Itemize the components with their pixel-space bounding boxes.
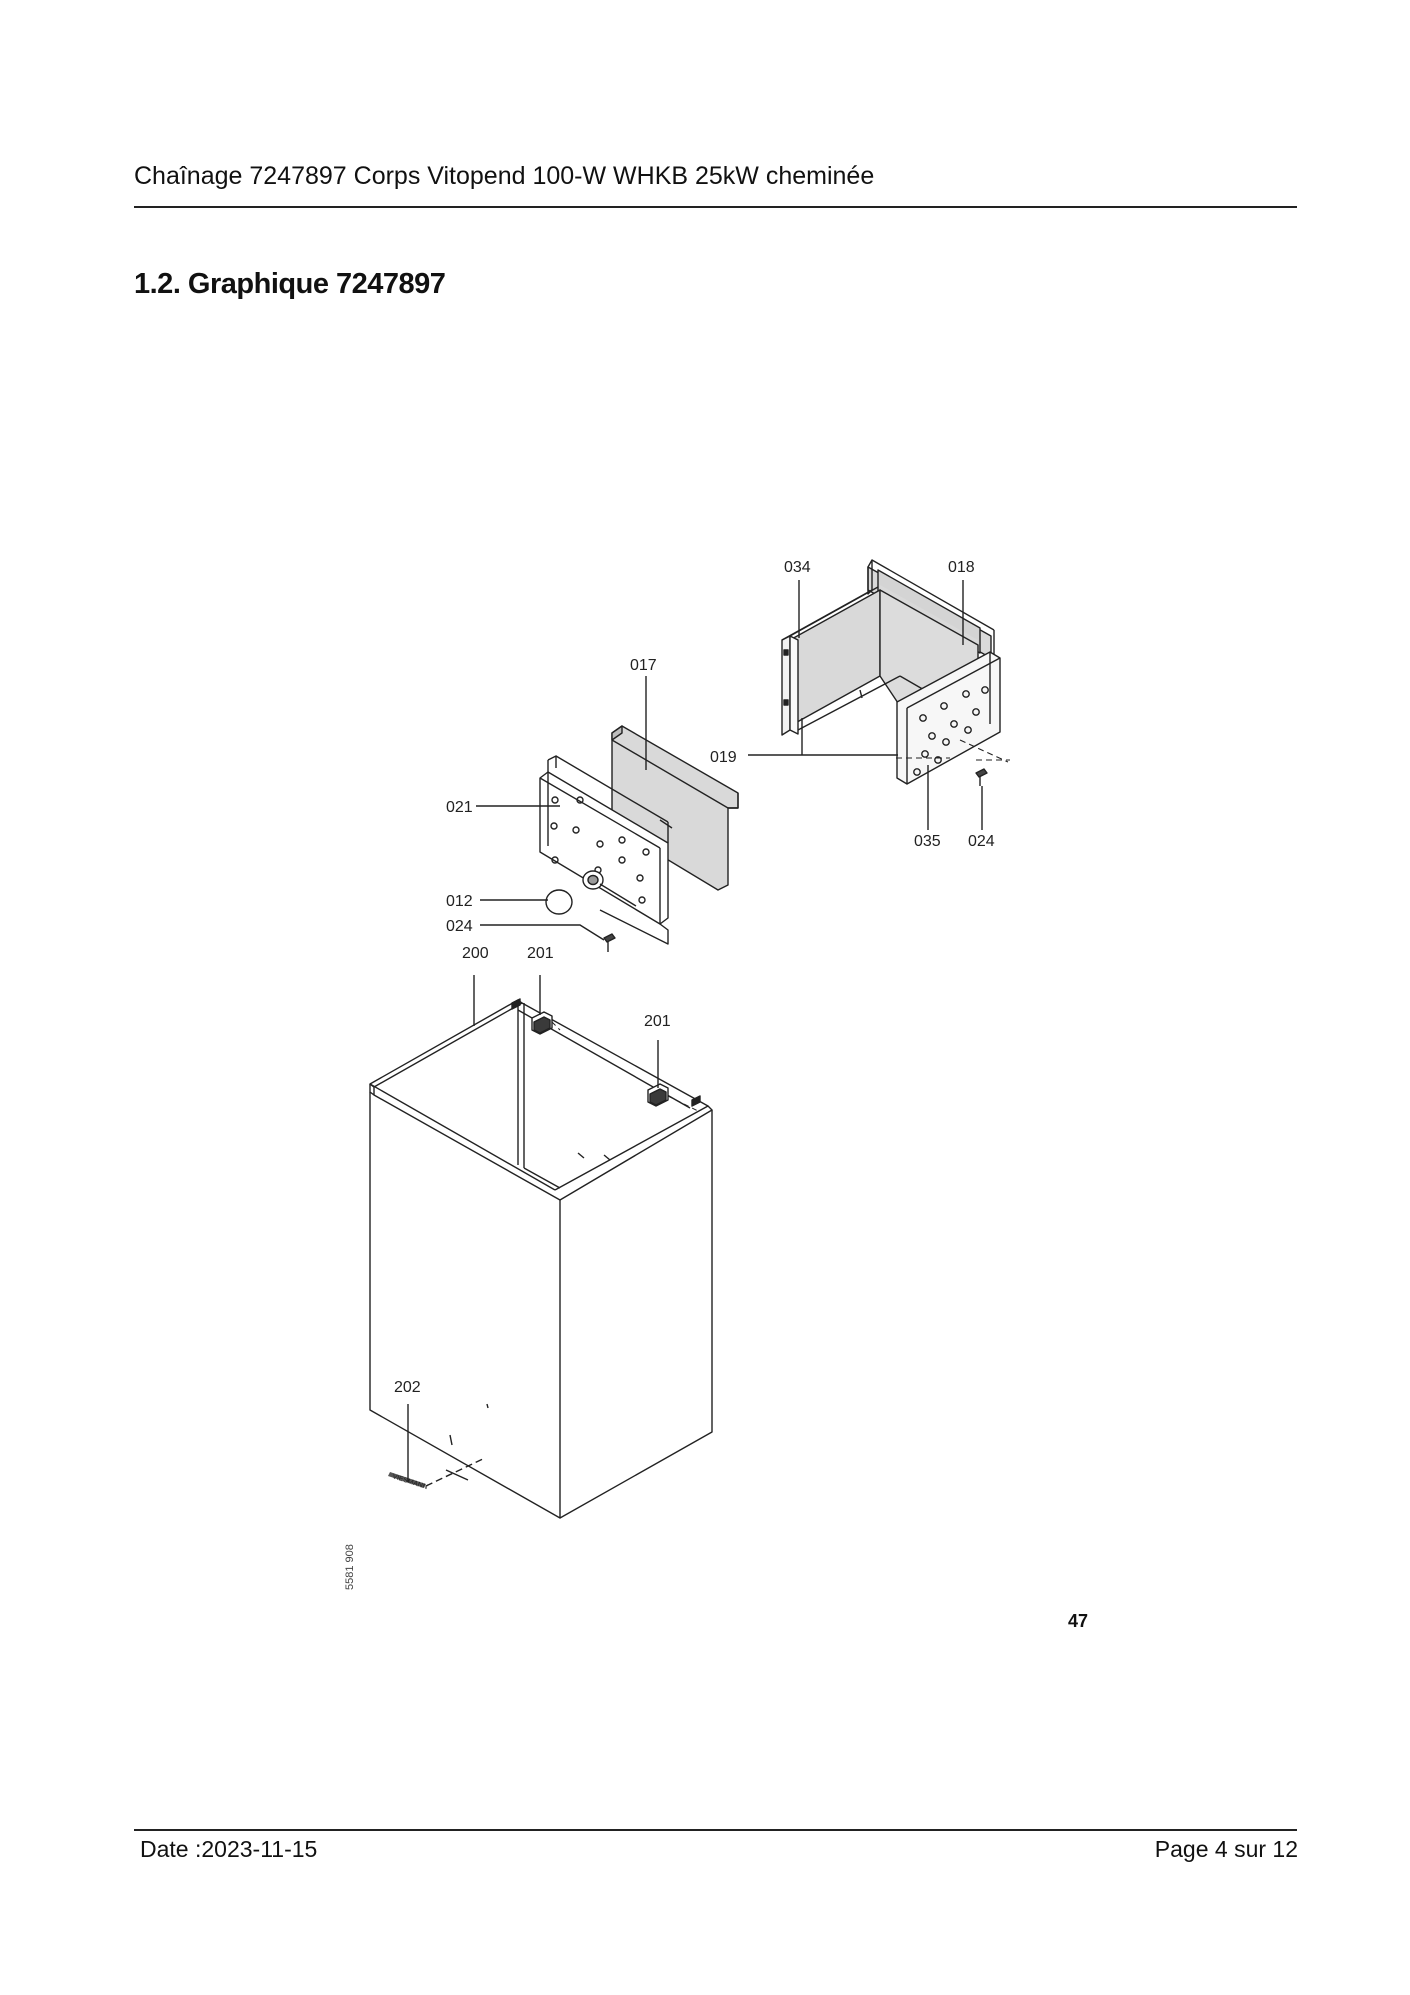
casing-200: [369, 998, 713, 1519]
label-part-018: 018: [948, 559, 975, 576]
clip-201a: [531, 1011, 553, 1035]
svg-text:VIESMANN: VIESMANN: [391, 1473, 428, 1491]
label-part-035: 035: [914, 833, 941, 850]
section-title: 1.2. Graphique 7247897: [134, 268, 446, 300]
front-plate-021: [539, 755, 669, 945]
document-header-title: Chaînage 7247897 Corps Vitopend 100-W WH…: [134, 162, 875, 190]
drawing-reference-number: 5581 908: [344, 1544, 356, 1590]
footer-page-indicator: Page 4 sur 12: [1154, 1836, 1298, 1862]
label-part-202: 202: [394, 1379, 421, 1396]
label-part-201-lower: 201: [644, 1013, 671, 1030]
insulation-box-assembly: [781, 559, 1001, 786]
footer-date: Date :2023-11-15: [140, 1836, 318, 1862]
label-part-017: 017: [630, 657, 657, 674]
clip-201b: [647, 1083, 669, 1107]
label-part-021: 021: [446, 799, 473, 816]
label-part-019: 019: [710, 749, 737, 766]
label-part-024-right: 024: [968, 833, 995, 850]
label-part-012: 012: [446, 893, 473, 910]
label-part-034: 034: [784, 559, 811, 576]
label-part-200: 200: [462, 945, 489, 962]
gasket-012: [545, 889, 573, 915]
label-part-024-left: 024: [446, 918, 473, 935]
header-divider: [134, 206, 1297, 208]
label-part-201-upper: 201: [527, 945, 554, 962]
footer-divider: [134, 1829, 1297, 1831]
source-page-number: 47: [1068, 1611, 1089, 1631]
logo-badge-202: VIESMANN: [388, 1457, 486, 1491]
